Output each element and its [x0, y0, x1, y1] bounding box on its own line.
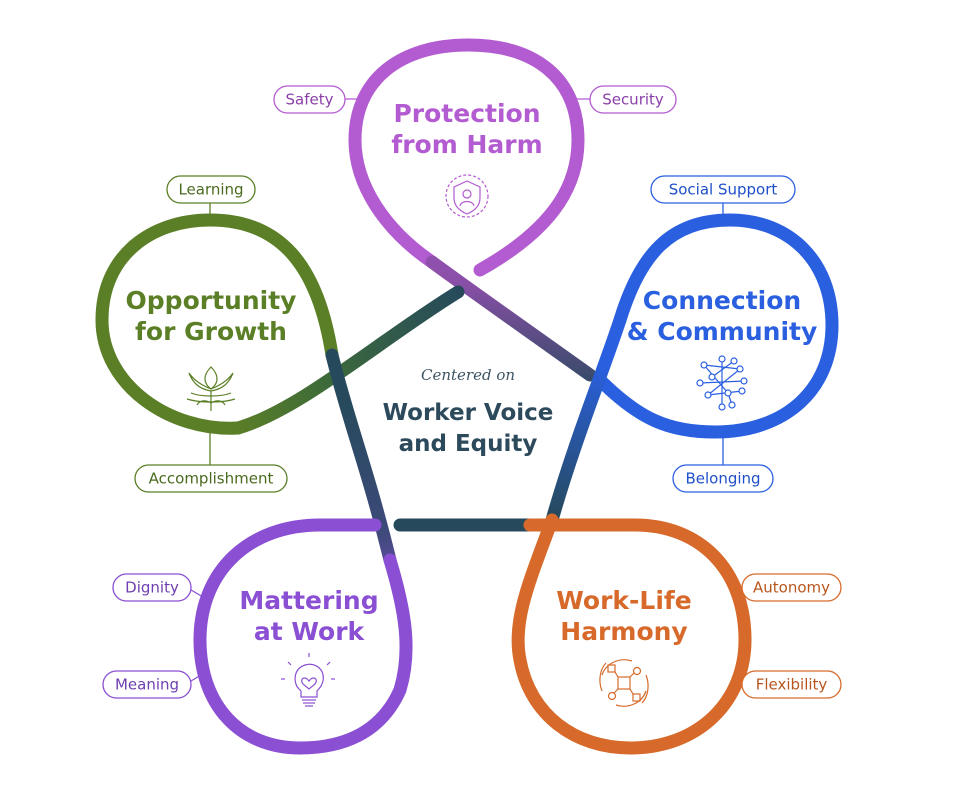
lightbulb-heart-icon: [281, 653, 335, 707]
star-strands: [95, 38, 839, 755]
connection-title-1: Connection: [643, 286, 801, 315]
tag-belonging: Belonging: [672, 464, 774, 493]
svg-text:Belonging: Belonging: [685, 470, 760, 488]
lobe-titles: Protection from Harm Opportunity for Gro…: [126, 99, 818, 646]
svg-text:Security: Security: [602, 91, 664, 109]
tag-safety: Safety: [273, 85, 346, 114]
growth-title-2: for Growth: [135, 317, 287, 346]
tag-accomplishment: Accomplishment: [134, 464, 288, 493]
svg-text:Accomplishment: Accomplishment: [149, 470, 274, 488]
connection-title-2: & Community: [627, 317, 818, 346]
svg-text:Dignity: Dignity: [125, 579, 179, 597]
tag-security: Security: [589, 85, 677, 114]
tag-meaning: Meaning: [102, 670, 192, 699]
tag-dignity: Dignity: [112, 573, 192, 602]
lotus-icon: [186, 366, 236, 411]
protection-loop: [348, 38, 585, 277]
harmony-loop: [511, 513, 752, 755]
mattering-loop: [193, 518, 413, 755]
svg-text:Social Support: Social Support: [669, 181, 778, 199]
svg-text:Flexibility: Flexibility: [756, 676, 828, 694]
tag-learning: Learning: [166, 175, 256, 204]
tag-pills: Safety Security Learning Accomplishment …: [102, 85, 842, 699]
connection-strand: [545, 313, 627, 527]
center-title-2: and Equity: [399, 431, 538, 457]
center-label: Centered on Worker Voice and Equity: [383, 366, 554, 457]
svg-text:Autonomy: Autonomy: [753, 579, 830, 597]
protection-to-center-strand: [425, 255, 597, 382]
network-icon: [696, 355, 748, 411]
protection-title-1: Protection: [393, 99, 540, 128]
connection-loop: [593, 213, 839, 439]
harmony-title-1: Work-Life: [556, 586, 692, 615]
svg-text:Meaning: Meaning: [115, 676, 179, 694]
center-title-1: Worker Voice: [383, 400, 554, 426]
shield-person-icon: [445, 174, 489, 218]
tag-connectors: [185, 98, 746, 685]
svg-text:Learning: Learning: [178, 181, 243, 199]
svg-text:Safety: Safety: [286, 91, 334, 109]
cycle-flow-icon: [599, 659, 649, 707]
growth-title-1: Opportunity: [126, 286, 297, 315]
harmony-title-2: Harmony: [560, 617, 687, 646]
tag-autonomy: Autonomy: [741, 573, 842, 602]
protection-title-2: from Harm: [391, 130, 542, 159]
tag-social-support: Social Support: [650, 175, 796, 204]
mattering-strand: [325, 348, 397, 567]
mattering-title-2: at Work: [254, 617, 366, 646]
mattering-title-1: Mattering: [239, 586, 378, 615]
center-subtitle: Centered on: [421, 366, 515, 384]
tag-flexibility: Flexibility: [741, 670, 842, 699]
growth-loop: [95, 213, 339, 435]
